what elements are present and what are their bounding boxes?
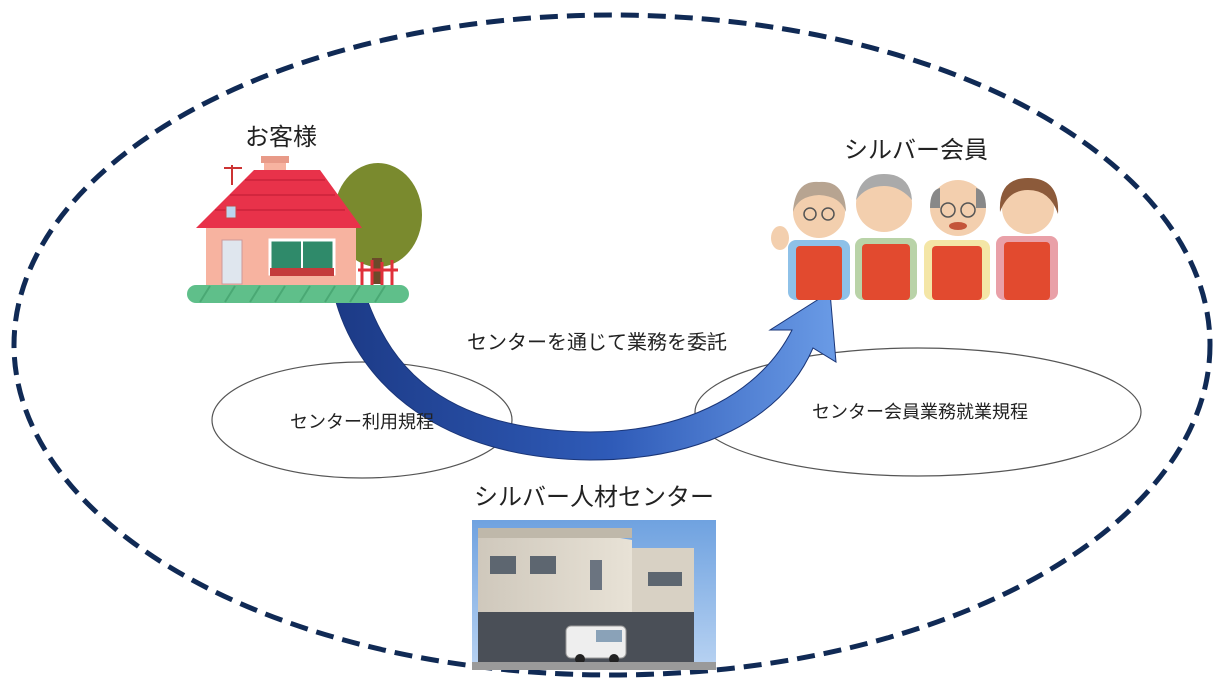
house-icon — [187, 156, 422, 303]
boundary-ellipse — [11, 12, 1213, 678]
delegation-label: センターを通じて業務を委託 — [467, 330, 727, 354]
elderly-workers-icon — [771, 174, 1059, 300]
member-rules-label: センター会員業務就業規程 — [812, 402, 1028, 423]
usage-rules-label: センター利用規程 — [290, 412, 434, 433]
members-label: シルバー会員 — [844, 136, 988, 164]
customer-label: お客様 — [245, 123, 317, 151]
delegation-arrow — [335, 291, 837, 461]
building-photo — [472, 520, 716, 670]
center-label: シルバー人材センター — [474, 483, 714, 511]
member-rules-ellipse — [694, 347, 1142, 477]
usage-rules-ellipse — [211, 361, 513, 479]
